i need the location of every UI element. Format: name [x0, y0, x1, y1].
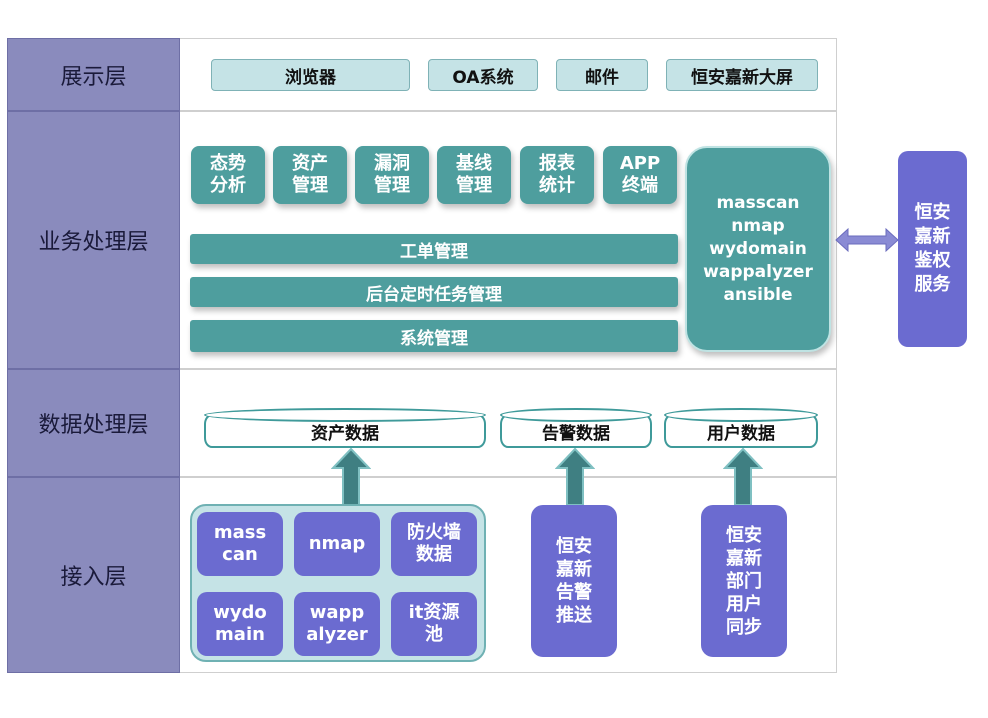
layer-presentation-label: 展示层 [7, 38, 180, 111]
tool-wappalyzer: wappalyzer [703, 261, 813, 282]
store-user-data: 用户数据 [664, 408, 818, 448]
layer-access-label: 接入层 [7, 477, 180, 673]
bar-system-management: 系统管理 [190, 320, 678, 352]
module-asset-management: 资产管理 [273, 146, 347, 204]
layer-business-label: 业务处理层 [7, 111, 180, 369]
module-situation-analysis: 态势分析 [191, 146, 265, 204]
up-arrow-icon-asset [331, 448, 371, 506]
tool-wydomain: wydomain [709, 238, 807, 259]
module-report-statistics: 报表统计 [520, 146, 594, 204]
store-alert-data: 告警数据 [500, 408, 652, 448]
layer-data-label: 数据处理层 [7, 369, 180, 477]
tool-nmap: nmap [731, 215, 785, 236]
module-baseline-management: 基线管理 [437, 146, 511, 204]
tools-box: masscan nmap wydomain wappalyzer ansible [685, 146, 831, 352]
alert-push: 恒安 嘉新 告警 推送 [531, 505, 617, 657]
double-arrow-icon [835, 227, 899, 253]
tool-masscan: masscan [716, 192, 800, 213]
source-it-resource-pool: it资源池 [391, 592, 477, 656]
module-vulnerability-management: 漏洞管理 [355, 146, 429, 204]
up-arrow-icon-alert [555, 448, 595, 506]
up-arrow-icon-user [723, 448, 763, 506]
source-firewall-data: 防火墙数据 [391, 512, 477, 576]
auth-service: 恒安 嘉新 鉴权 服务 [898, 151, 967, 347]
pres-browser: 浏览器 [211, 59, 410, 91]
user-sync: 恒安 嘉新 部门 用户 同步 [701, 505, 787, 657]
bar-scheduled-task-management: 后台定时任务管理 [190, 277, 678, 307]
pres-oa-system: OA系统 [428, 59, 538, 91]
source-nmap: nmap [294, 512, 380, 576]
pres-big-screen: 恒安嘉新大屏 [666, 59, 818, 91]
tool-ansible: ansible [723, 284, 793, 305]
store-asset-data: 资产数据 [204, 408, 486, 448]
bar-ticket-management: 工单管理 [190, 234, 678, 264]
pres-mail: 邮件 [556, 59, 648, 91]
